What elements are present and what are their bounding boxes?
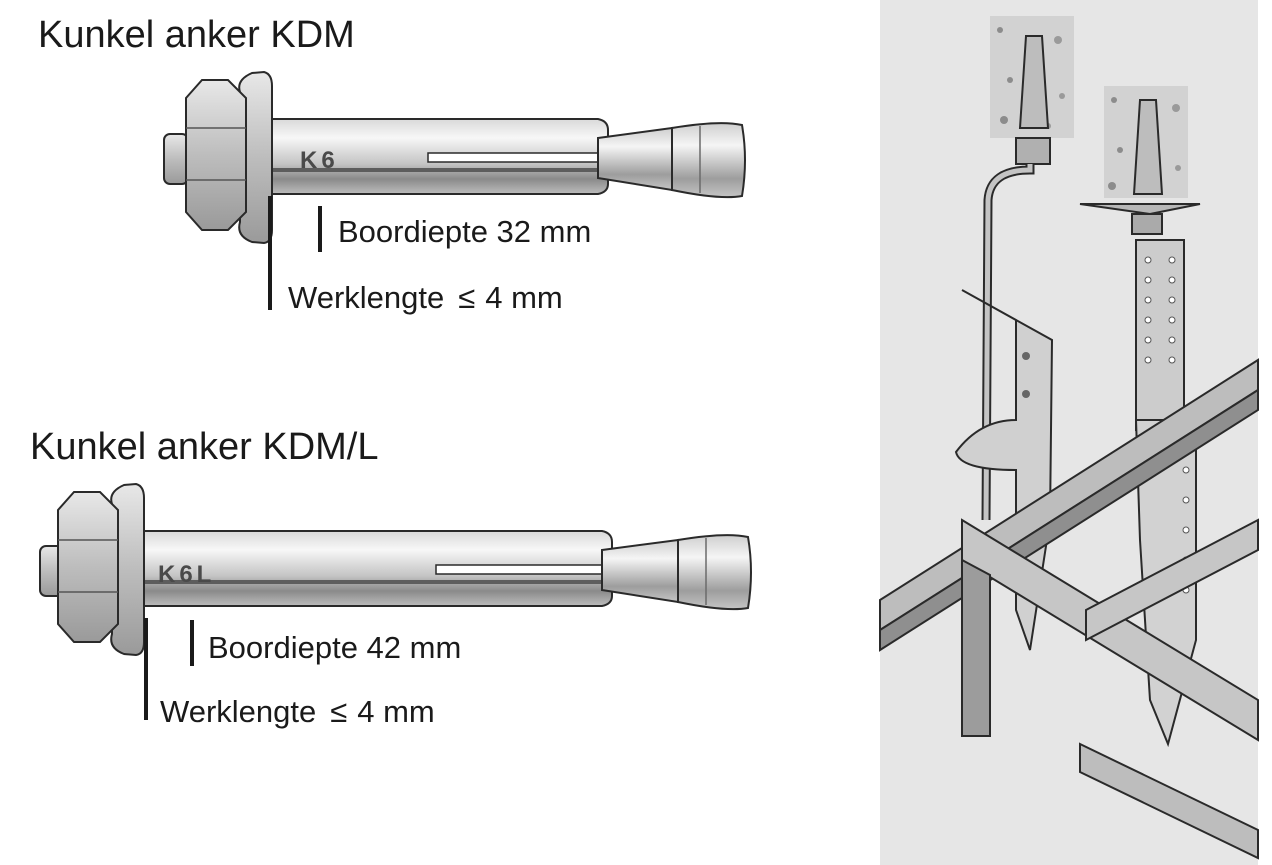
working-length-value: 4 mm [485,280,563,315]
less-equal-symbol: ≤ [458,280,476,315]
working-length-text: Werklengte [288,280,445,315]
installation-illustration [879,0,1259,865]
anchor-stamp-k6l: K6L [158,561,215,588]
working-length-value: 4 mm [357,694,435,729]
anchor-kdm-l: K6L [39,482,752,720]
working-length-text: Werklengte [160,694,317,729]
working-length-label-kdm: Werklengte ≤4 mm [288,282,563,313]
drill-depth-label-kdm: Boordiepte 32 mm [338,214,592,249]
working-length-label-kdm-l: Werklengte ≤4 mm [160,696,435,727]
less-equal-symbol: ≤ [330,694,348,729]
anchor-stamp-k6: K6 [300,147,339,174]
anchor-title-kdm: Kunkel anker KDM [38,14,355,56]
drill-depth-label-kdm-l: Boordiepte 42 mm [208,630,462,665]
anchor-title-kdm-l: Kunkel anker KDM/L [30,426,379,468]
anchor-kdm: K6 [163,70,746,310]
